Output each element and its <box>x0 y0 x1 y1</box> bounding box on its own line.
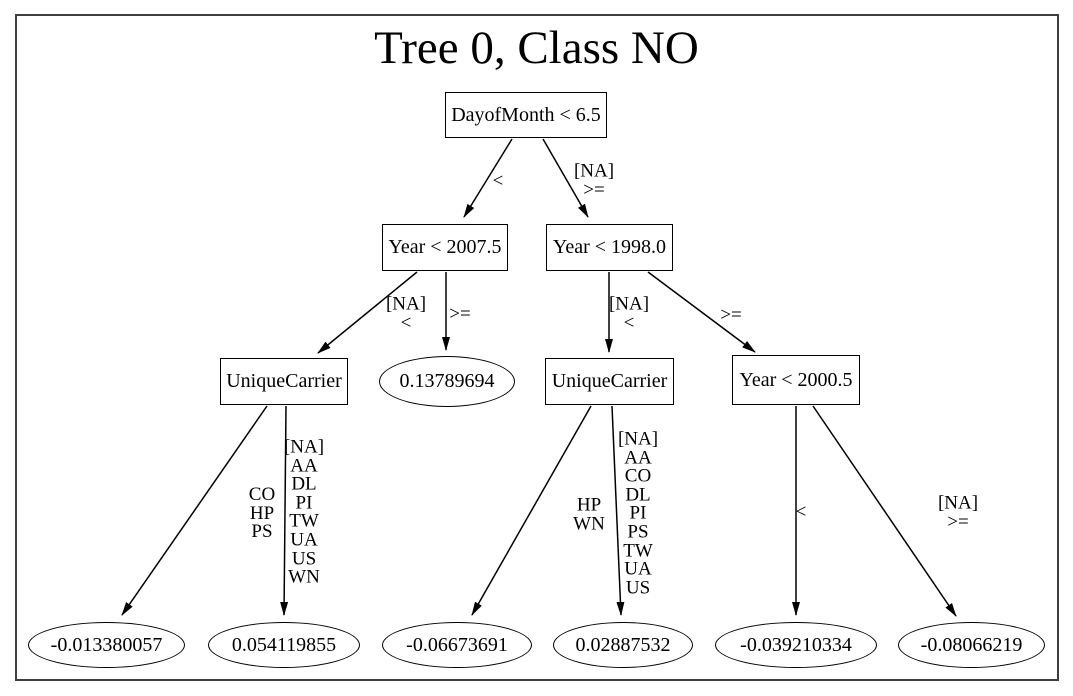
node-root-dayofmonth: DayofMonth < 6.5 <box>445 92 607 138</box>
edge-label-carrierright-hp-wn: HP WN <box>573 494 605 534</box>
edge-root-to-year2007 <box>463 138 513 218</box>
node-year-2007-5: Year < 2007.5 <box>382 224 508 271</box>
edge-year1998-to-year2000 <box>647 271 756 353</box>
leaf-value-e: 0.02887532 <box>553 622 693 668</box>
leaf-value-g: -0.08066219 <box>898 622 1045 668</box>
edge-label-year1998-na-lt: [NA] < <box>608 293 650 333</box>
edge-label-year2000-lt: < <box>795 501 807 523</box>
edge-year2000-to-leafg <box>812 405 957 617</box>
edge-carrierright-to-leafe <box>611 405 625 616</box>
node-year-2000-5: Year < 2000.5 <box>732 355 860 405</box>
edge-label-carrierleft-na-list: [NA] AA DL PI TW UA US WN <box>283 436 325 588</box>
edge-label-carrierleft-co-hp-ps: CO HP PS <box>248 484 276 543</box>
edge-carrierright-to-leafd <box>471 405 592 616</box>
edge-label-year1998-ge: >= <box>720 304 742 326</box>
edge-label-year2000-na-ge: [NA] >= <box>937 492 979 532</box>
edge-label-carrierright-na-list: [NA] AA CO DL PI PS TW UA US <box>617 428 659 599</box>
diagram-title: Tree 0, Class NO <box>374 22 699 74</box>
diagram-border <box>15 14 1059 681</box>
leaf-value-a: 0.13789694 <box>379 356 515 407</box>
edge-label-root-na-ge: [NA] >= <box>573 160 615 200</box>
leaf-value-d: -0.06673691 <box>382 622 532 668</box>
edge-label-year2007-na-lt: [NA] < <box>385 293 427 333</box>
leaf-value-b: -0.013380057 <box>28 622 185 668</box>
node-uniquecarrier-left: UniqueCarrier <box>220 358 348 405</box>
edge-label-year2007-ge: >= <box>449 303 471 325</box>
edge-carrierleft-to-leafc <box>280 405 289 616</box>
edge-root-to-year1998 <box>542 138 589 218</box>
node-year-1998-0: Year < 1998.0 <box>546 224 673 271</box>
node-uniquecarrier-right: UniqueCarrier <box>545 358 674 405</box>
leaf-value-c: 0.054119855 <box>208 622 360 668</box>
edge-year2007-to-carrierleft <box>317 271 418 354</box>
edge-label-root-lt: < <box>492 170 504 192</box>
leaf-value-f: -0.039210334 <box>715 622 877 668</box>
edge-carrierleft-to-leafb <box>121 405 268 616</box>
